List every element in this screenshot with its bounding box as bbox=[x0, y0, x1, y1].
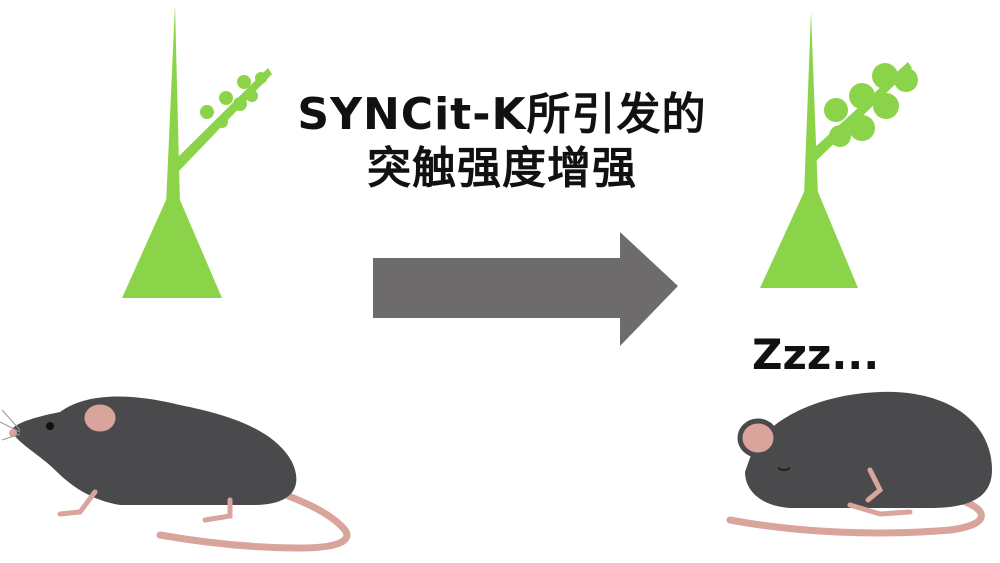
mouse-awake bbox=[0, 396, 351, 552]
mouse-awake-body bbox=[11, 396, 297, 505]
spine-enlarged bbox=[849, 115, 875, 141]
sleep-label: Zzz... bbox=[752, 330, 880, 379]
caption-line-1: SYNCit-K所引发的 bbox=[297, 89, 707, 140]
mouse-awake-eye bbox=[46, 422, 54, 430]
spine-enlarged bbox=[849, 83, 875, 109]
spine-enlarged bbox=[894, 68, 918, 92]
mouse-awake-ear bbox=[79, 399, 121, 437]
mouse-sleeping-paw bbox=[865, 467, 884, 503]
mouse-sleeping-tail bbox=[726, 496, 985, 537]
neuron-before bbox=[122, 5, 272, 298]
mouse-sleeping-hind-paw bbox=[847, 502, 913, 517]
neuron-after bbox=[760, 12, 918, 288]
spine-small bbox=[219, 91, 233, 105]
right-arrow bbox=[373, 232, 678, 346]
neuron-after-soma bbox=[760, 192, 858, 288]
spine-enlarged bbox=[829, 125, 851, 147]
mouse-awake-tail bbox=[156, 484, 351, 552]
caption-line-2: 突触强度增强 bbox=[367, 143, 637, 194]
mouse-awake-front-paw bbox=[57, 489, 98, 517]
spine-small bbox=[216, 116, 228, 128]
spine-small bbox=[200, 105, 214, 119]
spine-small bbox=[233, 97, 247, 111]
spine-small bbox=[246, 90, 258, 102]
caption: SYNCit-K所引发的 突触强度增强 bbox=[282, 88, 722, 196]
spine-small bbox=[237, 75, 251, 89]
mouse-awake-nose bbox=[9, 429, 17, 437]
mouse-sleeping-ear bbox=[737, 418, 779, 458]
spine-enlarged bbox=[824, 98, 848, 122]
mouse-sleeping-closed-eye bbox=[777, 467, 791, 471]
neuron-before-apical-dendrite bbox=[166, 5, 180, 205]
spine-small bbox=[255, 72, 267, 84]
mouse-awake-hind-paw bbox=[202, 497, 233, 523]
neuron-after-apical-dendrite bbox=[804, 12, 818, 196]
spine-enlarged bbox=[873, 93, 899, 119]
neuron-before-soma bbox=[122, 200, 222, 298]
mouse-awake-whiskers bbox=[0, 409, 21, 441]
spine-enlarged bbox=[872, 63, 898, 89]
mouse-sleeping bbox=[726, 391, 992, 537]
mouse-sleeping-body bbox=[745, 391, 992, 508]
